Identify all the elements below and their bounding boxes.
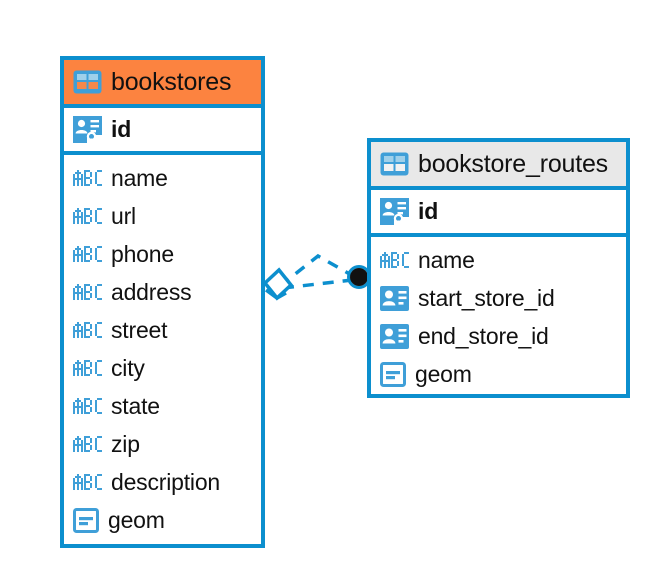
field-row[interactable]: start_store_id bbox=[371, 279, 626, 317]
field-row[interactable]: street bbox=[64, 311, 261, 349]
field-row-primary-key[interactable]: id bbox=[371, 190, 626, 237]
field-row[interactable]: geom bbox=[64, 501, 261, 539]
field-label: phone bbox=[111, 240, 174, 267]
field-label: street bbox=[111, 316, 168, 343]
abc-text-icon bbox=[73, 284, 102, 300]
field-label: description bbox=[111, 468, 221, 495]
abc-text-icon bbox=[73, 398, 102, 414]
entity-name-label: bookstore_routes bbox=[418, 149, 608, 178]
field-label: zip bbox=[111, 430, 140, 457]
entity-table-bookstore-routes[interactable]: bookstore_routes id bbox=[367, 138, 630, 398]
abc-text-icon bbox=[73, 208, 102, 224]
field-label: address bbox=[111, 278, 192, 305]
field-row[interactable]: geom bbox=[371, 355, 626, 393]
field-label: url bbox=[111, 202, 136, 229]
field-row[interactable]: url bbox=[64, 197, 261, 235]
foreign-key-icon bbox=[380, 285, 409, 311]
entity-header-bookstores[interactable]: bookstores bbox=[64, 60, 261, 108]
geometry-icon bbox=[73, 507, 99, 533]
field-label: state bbox=[111, 392, 160, 419]
field-label: end_store_id bbox=[418, 322, 549, 349]
field-label: id bbox=[111, 116, 132, 142]
abc-text-icon bbox=[380, 252, 409, 268]
field-list-bookstores: name bbox=[64, 155, 261, 539]
field-row[interactable]: city bbox=[64, 349, 261, 387]
relationship-line-start-store-id[interactable] bbox=[278, 253, 356, 288]
field-list-bookstore-routes: name start_store_id bbox=[371, 237, 626, 393]
abc-text-icon bbox=[73, 436, 102, 452]
field-label: geom bbox=[415, 360, 472, 387]
entity-header-bookstore-routes[interactable]: bookstore_routes bbox=[371, 142, 626, 190]
field-label: start_store_id bbox=[418, 284, 555, 311]
field-label: city bbox=[111, 354, 145, 381]
entity-name-label: bookstores bbox=[111, 67, 232, 96]
field-label: id bbox=[418, 198, 439, 224]
table-icon bbox=[380, 152, 409, 176]
abc-text-icon bbox=[73, 246, 102, 262]
field-label: name bbox=[111, 164, 168, 191]
field-row[interactable]: name bbox=[371, 241, 626, 279]
diamond-marker bbox=[262, 267, 294, 301]
field-row-primary-key[interactable]: id bbox=[64, 108, 261, 155]
field-row[interactable]: description bbox=[64, 463, 261, 501]
relationship-line-end-store-id[interactable] bbox=[282, 278, 353, 290]
field-row[interactable]: zip bbox=[64, 425, 261, 463]
abc-text-icon bbox=[73, 170, 102, 186]
entity-table-bookstores[interactable]: bookstores id bbox=[60, 56, 265, 548]
field-row[interactable]: name bbox=[64, 159, 261, 197]
primary-key-icon bbox=[73, 116, 102, 143]
abc-text-icon bbox=[73, 474, 102, 490]
abc-text-icon bbox=[73, 322, 102, 338]
field-row[interactable]: address bbox=[64, 273, 261, 311]
field-label: name bbox=[418, 246, 475, 273]
foreign-key-icon bbox=[380, 323, 409, 349]
table-icon bbox=[73, 70, 102, 94]
primary-key-icon bbox=[380, 198, 409, 225]
abc-text-icon bbox=[73, 360, 102, 376]
field-row[interactable]: end_store_id bbox=[371, 317, 626, 355]
geometry-icon bbox=[380, 361, 406, 387]
field-row[interactable]: phone bbox=[64, 235, 261, 273]
field-row[interactable]: state bbox=[64, 387, 261, 425]
field-label: geom bbox=[108, 506, 165, 533]
